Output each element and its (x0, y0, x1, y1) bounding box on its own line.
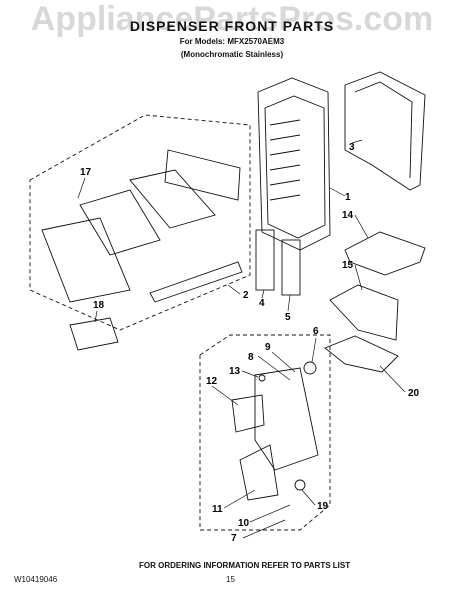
ordering-note: FOR ORDERING INFORMATION REFER TO PARTS … (139, 561, 351, 570)
callout-20: 20 (408, 388, 420, 399)
part-control-panel (41, 149, 241, 303)
callout-15: 15 (342, 260, 354, 271)
page-title: DISPENSER FRONT PARTS (129, 18, 335, 34)
callout-8: 8 (248, 352, 254, 363)
document-number: W10419046 (14, 575, 58, 584)
part-part-19 (294, 479, 306, 491)
page-number: 15 (226, 575, 235, 584)
part-housing (257, 77, 331, 251)
part-module-9 (254, 367, 319, 471)
callout-9: 9 (265, 342, 271, 353)
model-line: For Models: MFX2570AEM3 (179, 37, 285, 46)
callout-19: 19 (317, 501, 329, 512)
callout-2: 2 (243, 290, 249, 301)
callout-1: 1 (345, 192, 351, 203)
callout-4: 4 (259, 298, 265, 309)
callout-17: 17 (80, 167, 92, 178)
part-grille-20 (324, 335, 399, 373)
watermark: AppliancePartsPros.com (30, 0, 434, 38)
part-frame (344, 71, 426, 191)
callout-7: 7 (231, 533, 237, 544)
callout-10: 10 (238, 518, 250, 529)
part-strip-2 (149, 261, 243, 303)
callout-3: 3 (349, 142, 355, 153)
part-paddle-11 (239, 444, 279, 501)
part-screw-13 (258, 374, 266, 382)
part-bracket-12 (231, 394, 265, 433)
part-tray-14 (344, 231, 426, 276)
part-light-strip-5 (281, 239, 301, 296)
part-light-strip-4 (255, 229, 275, 291)
callout-13: 13 (229, 366, 241, 377)
callout-5: 5 (285, 312, 291, 323)
bottom-assembly-box (199, 334, 331, 531)
finish-line: (Monochromatic Stainless) (180, 50, 284, 59)
part-tray-15 (329, 284, 399, 341)
callout-6: 6 (313, 326, 319, 337)
callout-14: 14 (342, 210, 354, 221)
callout-18: 18 (93, 300, 105, 311)
callout-12: 12 (206, 376, 218, 387)
part-knob-6 (303, 361, 317, 375)
part-grille-18 (69, 317, 119, 351)
callout-11: 11 (212, 504, 223, 515)
left-assembly-box (29, 114, 251, 331)
